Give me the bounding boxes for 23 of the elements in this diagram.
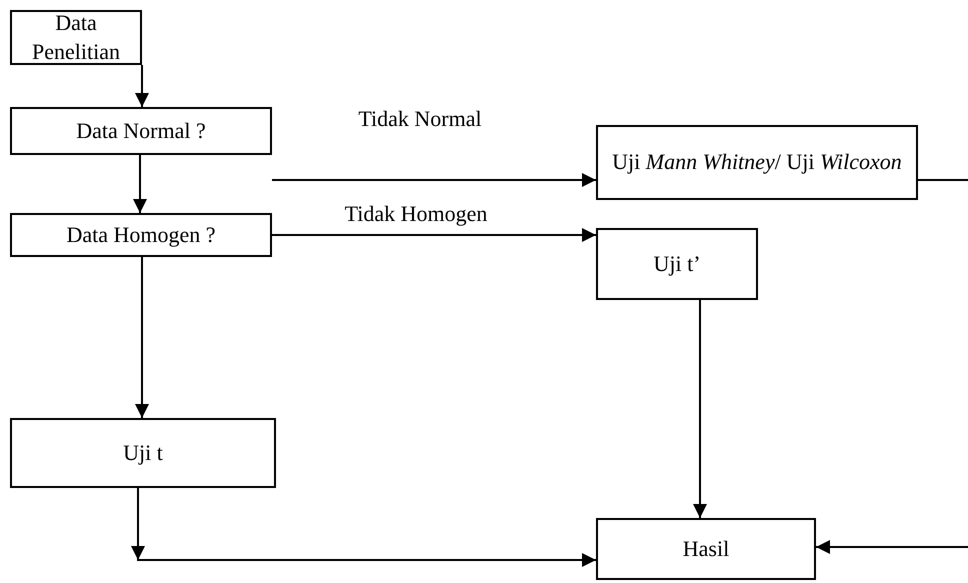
arrow: [131, 488, 596, 567]
arrow: [272, 228, 596, 242]
arrow: [693, 300, 707, 518]
process-box: [10, 10, 142, 65]
box-text: Uji t’: [652, 250, 702, 278]
process-box: [596, 518, 816, 580]
box-text: Uji t: [122, 438, 164, 467]
process-box: [596, 228, 758, 300]
edge-label: Tidak Homogen: [342, 203, 490, 225]
box-text: Hasil: [682, 534, 730, 563]
process-box: [10, 213, 272, 257]
arrow: [135, 257, 149, 418]
process-box: [10, 107, 272, 155]
box-text: Data Penelitian: [31, 8, 121, 66]
box-text: Data Homogen ?: [65, 220, 217, 249]
arrow: [135, 65, 149, 107]
box-text: Data Normal ?: [75, 116, 207, 145]
arrow: [272, 173, 596, 187]
arrow: [816, 540, 968, 554]
process-box: [596, 125, 918, 200]
arrow: [133, 155, 147, 213]
box-text: Uji Mann Whitney/ Uji Wilcoxon: [611, 148, 903, 176]
process-box: [10, 418, 276, 488]
